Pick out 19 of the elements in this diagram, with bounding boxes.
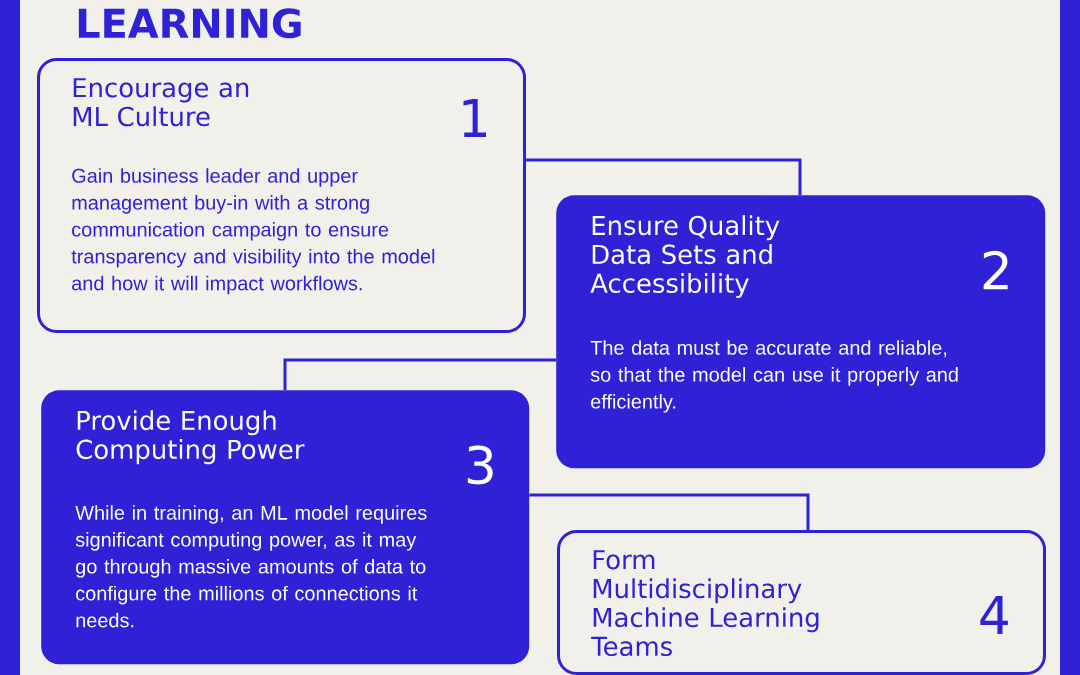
title: LEARNING xyxy=(78,8,301,39)
step-number: 2 xyxy=(983,250,1008,290)
step-number: 4 xyxy=(980,596,1008,634)
card-heading: Form Multidisciplinary Machine Learning Teams xyxy=(591,550,819,657)
step-number: 3 xyxy=(467,445,493,485)
step-card xyxy=(556,195,1046,469)
step-card xyxy=(37,58,526,333)
step-card xyxy=(41,390,530,665)
connector-line xyxy=(283,358,556,390)
card-body: The data must be accurate and reliable, so that the model can use it properly and efficiently. xyxy=(590,340,958,413)
connector-line xyxy=(529,493,810,530)
card-heading: Provide Enough Computing Power xyxy=(76,410,305,465)
card-body: While in training, an ML model requires significant computing power, as it may go through massive amounts of data to configure the millions of connections it needs. xyxy=(75,505,427,628)
connector-line xyxy=(526,158,802,195)
card-heading: Ensure Quality Data Sets and Accessibility xyxy=(590,215,780,299)
card-heading: Encourage an ML Culture xyxy=(73,78,249,127)
card-body: Gain business leader and upper management buy-in with a strong communication campaign to ensure transparency and visibility into the model and how it will impact workflows. xyxy=(71,168,435,295)
step-card xyxy=(557,530,1046,675)
step-number: 1 xyxy=(463,99,487,137)
